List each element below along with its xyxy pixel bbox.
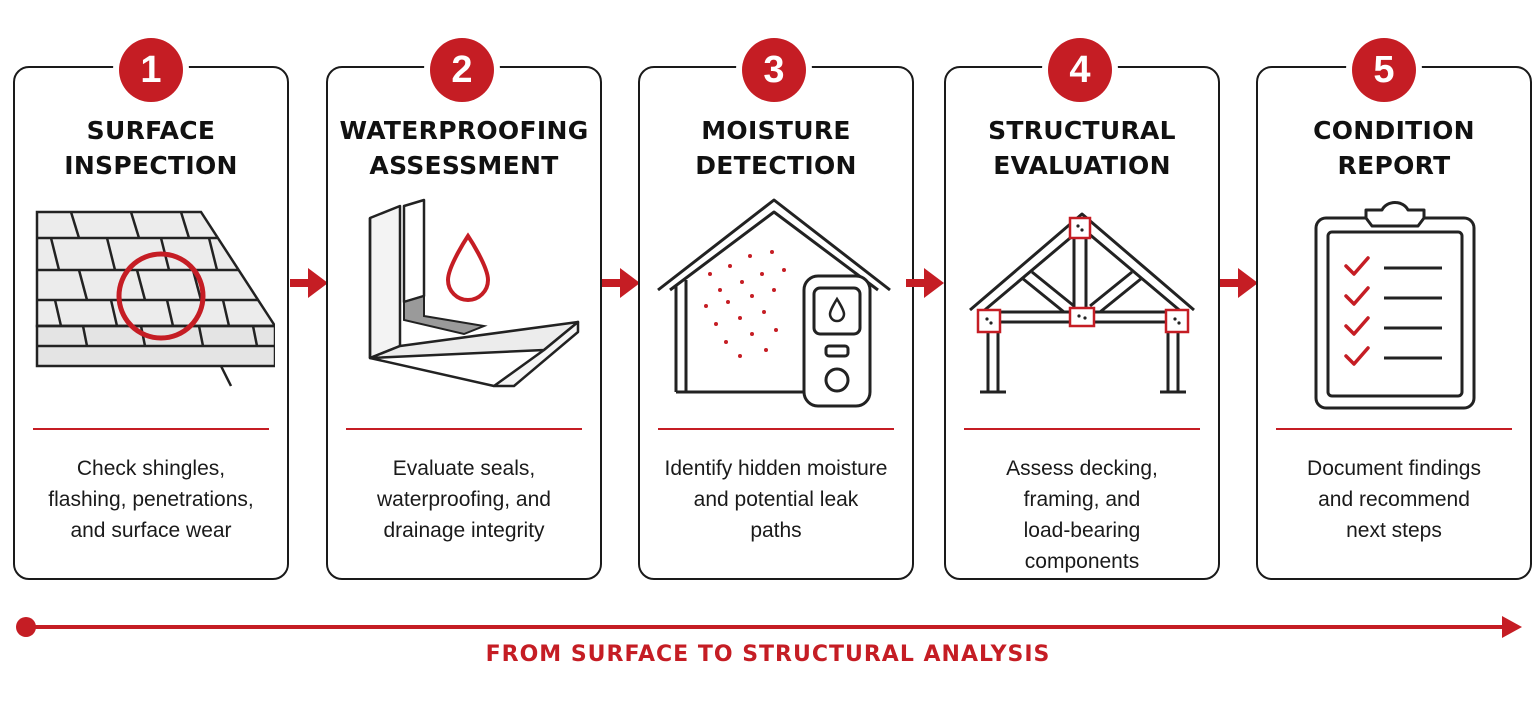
desc-line: drainage integrity (383, 519, 545, 542)
step-title: WATERPROOFING ASSESSMENT (328, 113, 600, 183)
desc-line: components (1024, 550, 1140, 573)
step-card-structural-evaluation: STRUCTURAL EVALUATION (944, 66, 1220, 580)
step-title: MOISTURE DETECTION (640, 113, 912, 183)
desc-line: Document findings (1307, 457, 1481, 480)
step-title-line: STRUCTURAL (988, 116, 1176, 145)
step-title: CONDITION REPORT (1258, 113, 1530, 183)
desc-line: Evaluate seals, (392, 457, 536, 480)
step-card-condition-report: CONDITION REPORT Document findings and r… (1256, 66, 1532, 580)
step-divider (33, 428, 269, 430)
step-divider (658, 428, 894, 430)
step-title-line: DETECTION (695, 151, 857, 180)
desc-line: next steps (1346, 519, 1442, 542)
roof-shingles-icon (35, 210, 275, 387)
step-description: Evaluate seals, waterproofing, and drain… (336, 453, 592, 546)
step-divider (346, 428, 582, 430)
desc-line: and surface wear (70, 519, 232, 542)
step-description: Check shingles, flashing, penetrations, … (23, 453, 279, 546)
step-title: STRUCTURAL EVALUATION (946, 113, 1218, 183)
step-card-waterproofing-assessment: WATERPROOFING ASSESSMENT Evaluate seals,… (326, 66, 602, 580)
roof-truss-icon (969, 212, 1195, 394)
step-number-badge: 3 (742, 38, 806, 102)
waterproofing-flashing-icon (368, 198, 580, 388)
step-title: SURFACE INSPECTION (15, 113, 287, 183)
arrow-right-icon (906, 268, 944, 298)
step-divider (964, 428, 1200, 430)
step-title-line: MOISTURE (701, 116, 851, 145)
desc-line: Assess decking, (1006, 457, 1158, 480)
arrow-right-icon (602, 268, 640, 298)
step-title-line: ASSESSMENT (369, 151, 559, 180)
desc-line: flashing, penetrations, (48, 488, 254, 511)
step-number-badge: 4 (1048, 38, 1112, 102)
step-title-line: WATERPROOFING (339, 116, 589, 145)
step-title-line: REPORT (1337, 151, 1451, 180)
step-divider (1276, 428, 1512, 430)
arrowhead-icon (1502, 616, 1522, 638)
desc-line: framing, and (1023, 488, 1141, 511)
step-title-line: CONDITION (1313, 116, 1475, 145)
timeline-arrow (16, 616, 1522, 638)
step-number-badge: 2 (430, 38, 494, 102)
desc-line: and recommend (1318, 488, 1470, 511)
step-card-surface-inspection: SURFACE INSPECTION Check shingles, flash… (13, 66, 289, 580)
step-title-line: INSPECTION (64, 151, 238, 180)
clipboard-checklist-icon (1314, 201, 1476, 410)
step-number-badge: 5 (1352, 38, 1416, 102)
step-card-moisture-detection: MOISTURE DETECTION Identify hidden mo (638, 66, 914, 580)
step-description: Document findings and recommend next ste… (1266, 453, 1522, 546)
step-title-line: SURFACE (86, 116, 216, 145)
arrow-right-icon (1220, 268, 1258, 298)
step-description: Assess decking, framing, and load-bearin… (954, 453, 1210, 577)
desc-line: Check shingles, (76, 457, 226, 480)
step-title-line: EVALUATION (993, 151, 1171, 180)
step-number-badge: 1 (119, 38, 183, 102)
desc-line: paths (750, 519, 802, 542)
moisture-meter-icon (657, 198, 891, 408)
desc-line: and potential leak (693, 488, 859, 511)
arrow-right-icon (290, 268, 328, 298)
timeline-caption: FROM SURFACE TO STRUCTURAL ANALYSIS (485, 642, 1051, 667)
step-description: Identify hidden moisture and potential l… (648, 453, 904, 546)
desc-line: waterproofing, and (377, 488, 551, 511)
desc-line: load-bearing (1023, 519, 1141, 542)
desc-line: Identify hidden moisture (664, 457, 888, 480)
